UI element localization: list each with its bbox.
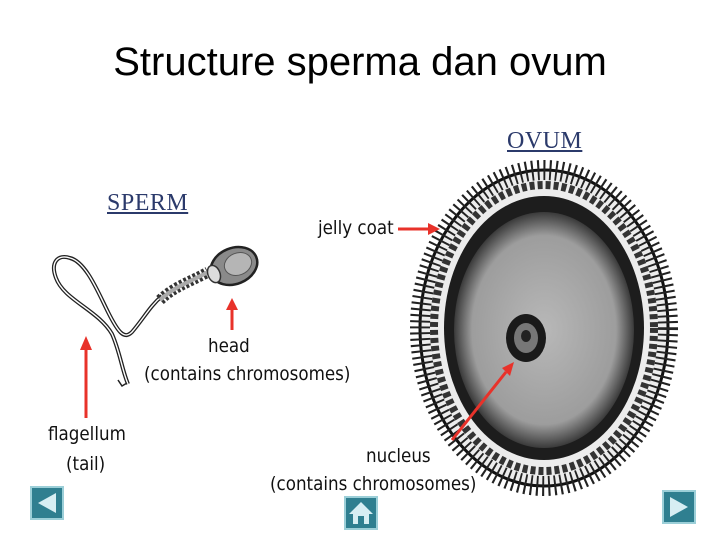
triangle-right-icon	[670, 497, 688, 517]
home-button[interactable]	[344, 496, 378, 530]
head-description: (contains chromosomes)	[144, 363, 351, 385]
nucleus-label: nucleus	[366, 445, 431, 467]
flagellum-description: (tail)	[66, 453, 106, 475]
sperm-heading: SPERM	[107, 190, 189, 216]
ovum-illustration	[410, 160, 678, 496]
next-slide-button[interactable]	[662, 490, 696, 524]
slide-title: Structure sperma dan ovum	[113, 40, 607, 84]
previous-slide-button[interactable]	[30, 486, 64, 520]
jelly-coat-label: jelly coat	[318, 217, 394, 239]
nucleus-description: (contains chromosomes)	[270, 473, 477, 495]
annotation-arrows	[80, 223, 514, 441]
sperm-illustration	[51, 245, 259, 388]
flagellum-label: flagellum	[48, 423, 126, 445]
triangle-left-icon	[38, 493, 56, 513]
ovum-heading: OVUM	[507, 128, 583, 154]
home-icon	[349, 502, 373, 524]
head-label: head	[208, 335, 250, 357]
